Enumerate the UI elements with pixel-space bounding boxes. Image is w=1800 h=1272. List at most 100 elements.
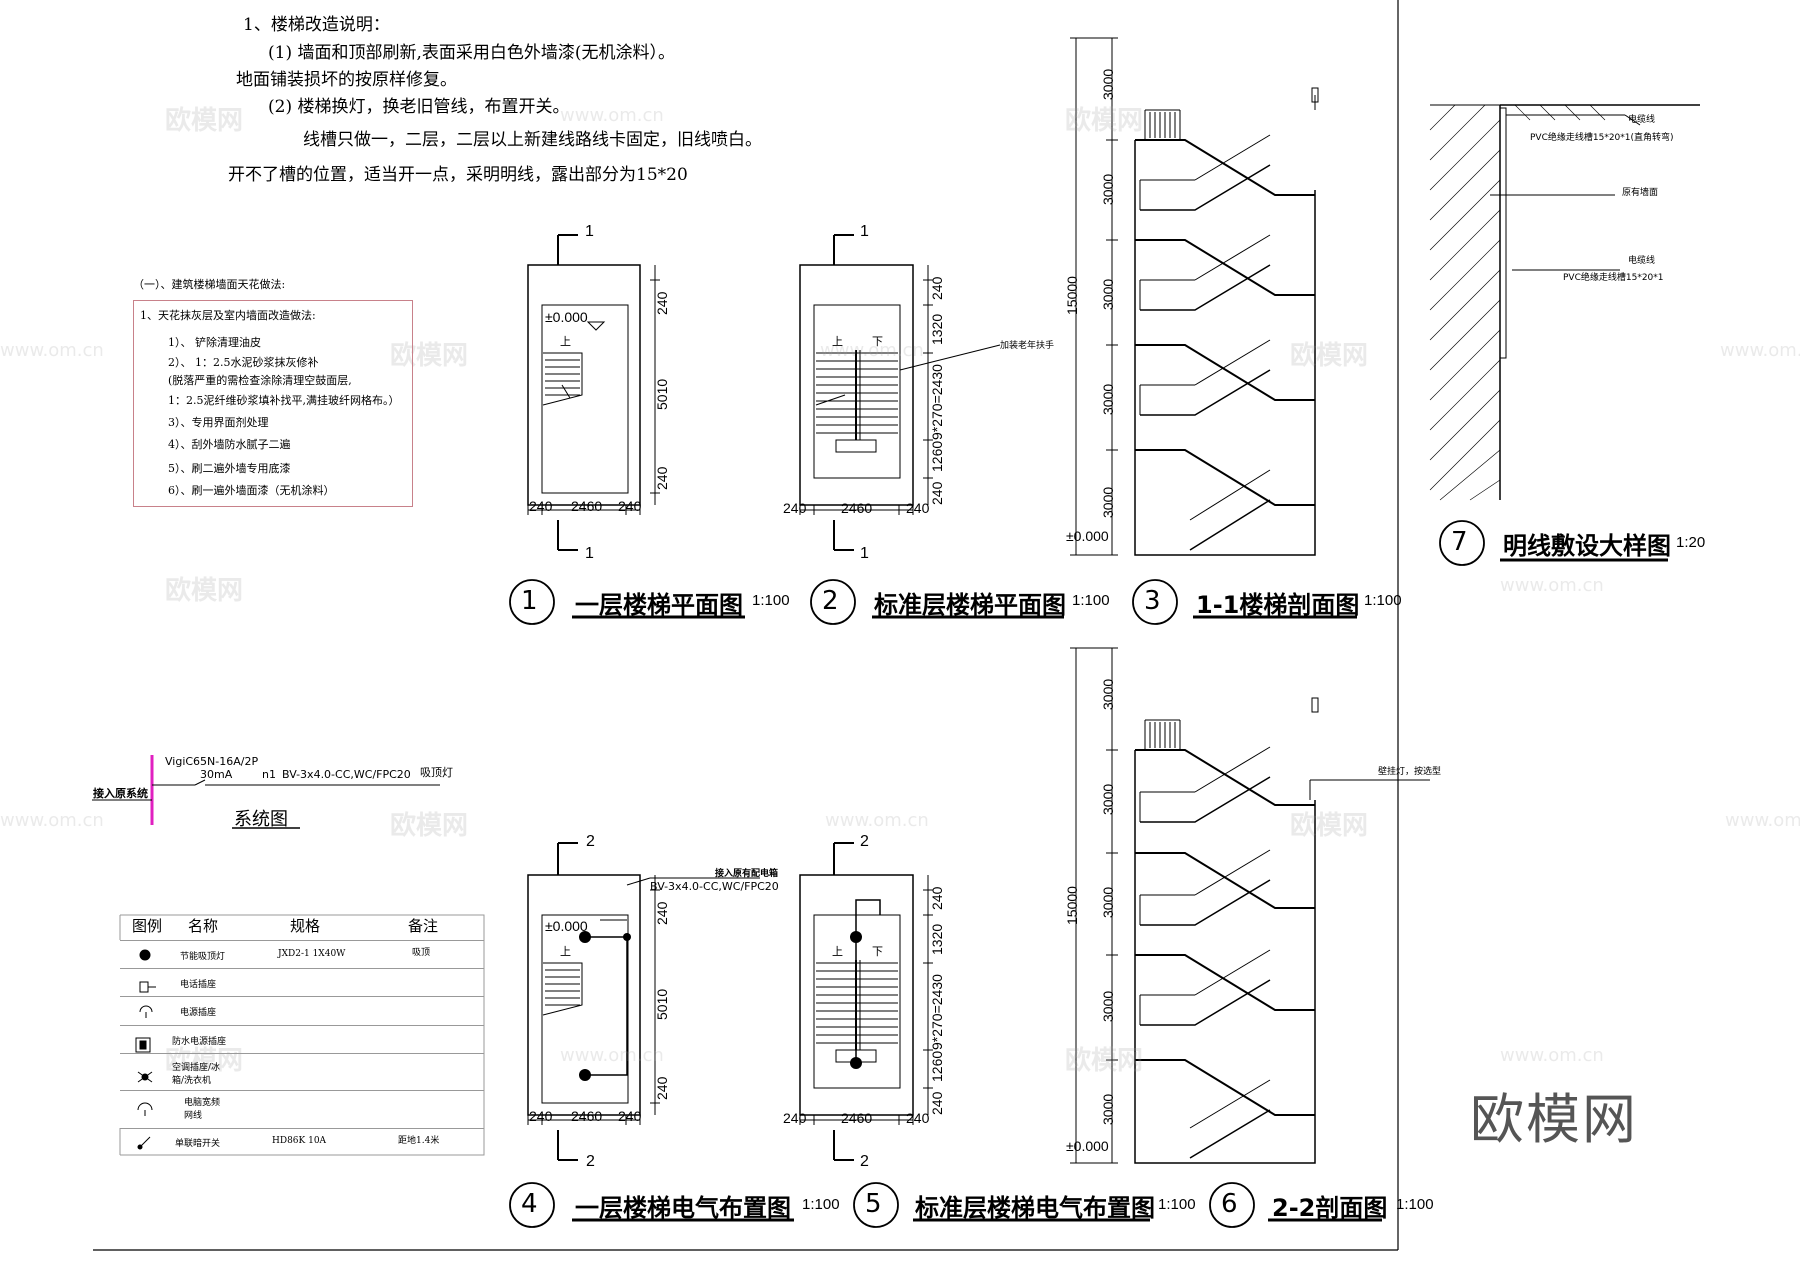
section-mark: 1	[860, 223, 869, 240]
table-row	[120, 1090, 484, 1091]
dim-width-left: 240	[529, 498, 553, 514]
wall-item: 5）、刷二遍外墙专用底漆	[168, 462, 291, 475]
watermark-brand: 欧模网	[390, 341, 469, 371]
section-mark: 2	[860, 1153, 869, 1170]
circuit-label: n1	[262, 768, 276, 781]
elevation-label: ±0.000	[1066, 1138, 1109, 1154]
dim-height-bottom: 240	[654, 466, 670, 490]
wall-item: 2）、 1：2.5水泥砂浆抹灰修补	[168, 356, 319, 369]
floor-height: 3000	[1100, 1093, 1116, 1125]
watermark-brand: 欧模网	[1290, 811, 1369, 841]
watermark-url: www.om.cn	[560, 105, 664, 126]
watermark-brand: 欧模网	[1290, 341, 1369, 371]
notes-line-4: 线槽只做一，二层，二层以上新建线路线卡固定，旧线喷白。	[303, 130, 762, 150]
dim-height-bottom: 240	[654, 1076, 670, 1100]
dim-width-left: 240	[529, 1108, 553, 1124]
section-mark: 1	[860, 545, 869, 562]
wall-item: 1、天花抹灰层及室内墙面改造做法:	[140, 309, 316, 322]
plan-4-drawing	[527, 842, 760, 1161]
system-diagram-drawing	[92, 755, 440, 829]
watermark-brand: 欧模网	[390, 811, 469, 841]
feed-note: 接入原有配电箱	[715, 869, 779, 879]
floor-height: 3000	[1100, 678, 1116, 710]
dim-h5: 240	[929, 481, 945, 505]
floor-height: 3000	[1100, 783, 1116, 815]
wall-box	[133, 300, 413, 507]
legend-header: 名称	[188, 917, 219, 935]
floor-height: 3000	[1100, 486, 1116, 518]
dim-height-top: 240	[654, 901, 670, 925]
elevation-label: ±0.000	[545, 918, 588, 934]
dim-width-left: 240	[783, 1110, 807, 1126]
legend-name: 电脑宽频网线	[184, 1098, 221, 1121]
source-label: 接入原系统	[93, 787, 148, 800]
watermark-url: www.om.cn	[0, 340, 104, 361]
watermark-url: www.om.cn	[1720, 340, 1800, 361]
title-scale: 1:100	[1072, 592, 1110, 609]
floor-height: 3000	[1100, 990, 1116, 1022]
title-scale: 1:100	[1158, 1196, 1196, 1213]
section-mark: 2	[586, 1153, 595, 1170]
total-height: 15000	[1064, 276, 1080, 315]
dim-width-mid: 2460	[841, 1110, 873, 1126]
lamp-note: 壁挂灯，按选型	[1378, 767, 1442, 777]
legend-spec: JXD2-1 1X40W	[278, 949, 346, 959]
down-label: 下	[872, 335, 883, 348]
dim-h1: 240	[929, 886, 945, 910]
title-markers	[509, 520, 1668, 1228]
dim-width-right: 240	[618, 1108, 642, 1124]
handrail-note: 加装老年扶手	[1000, 341, 1055, 351]
dim-h2: 1320	[929, 923, 945, 955]
down-label: 下	[872, 945, 883, 958]
dim-h5: 240	[929, 1091, 945, 1115]
watermark-brand: 欧模网	[165, 106, 244, 136]
notes-line-3: (2) 楼梯换灯，换老旧管线，布置开关。	[268, 97, 570, 117]
dim-height-top: 240	[654, 291, 670, 315]
section-mark: 1	[585, 545, 594, 562]
legend-header: 备注	[408, 917, 439, 935]
title-number: 4	[521, 1189, 538, 1219]
watermark-url: www.om.cn	[1500, 1045, 1604, 1066]
detail-7-drawing	[1429, 104, 1700, 501]
legend-name: 节能吸顶灯	[180, 952, 226, 962]
cable-label: 电缆线	[1628, 256, 1656, 266]
title-number: 3	[1144, 586, 1161, 616]
watermark-brand: 欧模网	[165, 1046, 244, 1076]
wall-item: 6）、刷一遍外墙面漆（无机涂料）	[168, 484, 335, 497]
title-plan-1: 一层楼梯平面图	[575, 591, 743, 619]
system-cable-label: BV-3x4.0-CC,WC/FPC20	[282, 768, 411, 781]
dim-width-mid: 2460	[571, 498, 603, 514]
title-scale: 1:20	[1676, 534, 1706, 551]
watermark-url: www.om.cn	[0, 810, 104, 831]
title-detail-7: 明线敷设大样图	[1503, 532, 1671, 560]
section-mark: 1	[585, 223, 594, 240]
watermark-url: www.om.cn	[825, 810, 929, 831]
title-section-3: 1-1楼梯剖面图	[1196, 591, 1360, 619]
legend-name: 电源插座	[180, 1008, 217, 1018]
watermark-brand: 欧模网	[165, 576, 244, 606]
wall-item: (脱落严重的需检查涂除清理空鼓面层,	[168, 374, 352, 387]
wall-item: 1：2.5泥纤维砂浆填补找平,满挂玻纤网格布。）	[168, 394, 400, 407]
cable-note: BV-3x4.0-CC,WC/FPC20	[650, 880, 779, 893]
wall-item: 3）、专用界面剂处理	[168, 416, 269, 429]
watermark-url: www.om.cn	[1725, 810, 1800, 831]
plan-2-drawing	[799, 234, 1001, 551]
dim-width-right: 240	[618, 498, 642, 514]
title-plan-2: 标准层楼梯平面图	[874, 591, 1066, 619]
table-row	[120, 940, 484, 941]
dim-h3: 9*270=2430	[929, 974, 945, 1050]
dim-width-right: 240	[906, 500, 930, 516]
legend-note: 吸顶	[412, 948, 431, 958]
legend-header: 图例	[132, 917, 163, 935]
up-label: 上	[560, 945, 571, 958]
notes-heading: 1、楼梯改造说明：	[243, 15, 390, 35]
title-number: 7	[1451, 527, 1468, 557]
wall-box-heading: （一）、建筑楼梯墙面天花做法:	[133, 278, 286, 291]
plan-1-drawing	[527, 234, 660, 551]
legend-table-drawing	[119, 914, 485, 1156]
section-6-drawing	[1070, 647, 1430, 1164]
watermark-url: www.om.cn	[820, 340, 924, 361]
breaker-label: VigiC65N-16A/2P	[165, 755, 259, 768]
wall-item: 1）、 铲除清理油皮	[168, 336, 261, 349]
